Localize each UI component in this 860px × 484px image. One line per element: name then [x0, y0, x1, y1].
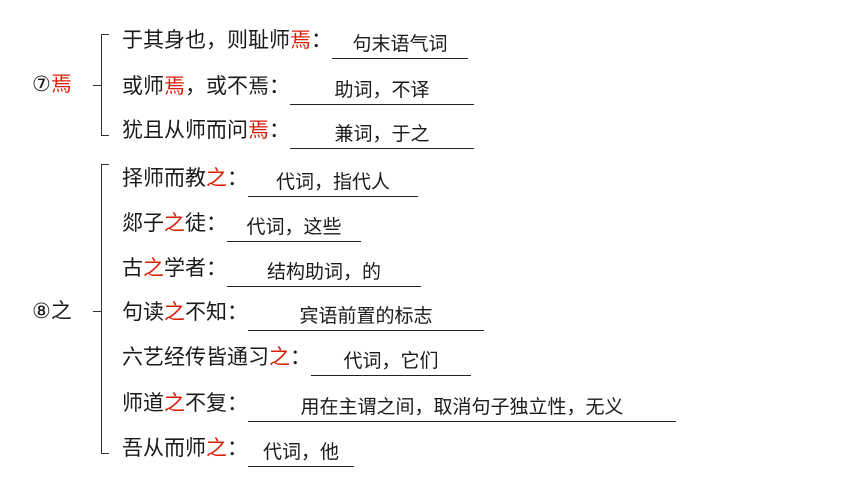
sentence: 郯子之徒： — [122, 211, 227, 235]
group-number: ⑧ — [32, 299, 51, 323]
list-item: 郯子之徒： 代词，这些 — [122, 209, 361, 242]
group-number: ⑦ — [32, 72, 51, 96]
group-char: 焉 — [50, 72, 72, 96]
answer-blank: 兼词，于之 — [290, 122, 474, 149]
answer-blank: 代词，它们 — [311, 349, 471, 376]
list-item: 古之学者： 结构助词，的 — [122, 254, 421, 287]
sentence: 六艺经传皆通习之： — [122, 345, 311, 369]
sentence: 古之学者： — [122, 256, 227, 280]
sentence: 犹且从师而问焉： — [122, 118, 290, 142]
sentence: 或师焉，或不焉： — [122, 74, 290, 98]
list-item: 犹且从师而问焉： 兼词，于之 — [122, 116, 474, 149]
answer-blank: 代词，他 — [248, 440, 354, 467]
sentence: 师道之不复： — [122, 391, 248, 415]
sentence: 择师而教之： — [122, 166, 248, 190]
group-label-yan: ⑦焉 — [32, 71, 72, 97]
answer-blank: 句末语气词 — [332, 32, 468, 59]
list-item: 吾从而师之： 代词，他 — [122, 434, 354, 467]
answer-blank: 代词，这些 — [227, 215, 361, 242]
list-item: 六艺经传皆通习之： 代词，它们 — [122, 343, 471, 376]
list-item: 或师焉，或不焉： 助词，不译 — [122, 72, 474, 105]
list-item: 句读之不知： 宾语前置的标志 — [122, 298, 484, 331]
list-item: 择师而教之： 代词，指代人 — [122, 164, 418, 197]
group-label-zhi: ⑧之 — [32, 298, 72, 324]
sentence: 吾从而师之： — [122, 436, 248, 460]
answer-blank: 用在主谓之间，取消句子独立性，无义 — [248, 395, 676, 422]
answer-blank: 结构助词，的 — [227, 260, 421, 287]
group-char: 之 — [50, 299, 72, 323]
answer-blank: 代词，指代人 — [248, 170, 418, 197]
answer-blank: 宾语前置的标志 — [248, 304, 484, 331]
list-item: 师道之不复： 用在主谓之间，取消句子独立性，无义 — [122, 389, 676, 422]
list-item: 于其身也，则耻师焉： 句末语气词 — [122, 26, 468, 59]
sentence: 于其身也，则耻师焉： — [122, 28, 332, 52]
answer-blank: 助词，不译 — [290, 78, 474, 105]
sentence: 句读之不知： — [122, 300, 248, 324]
